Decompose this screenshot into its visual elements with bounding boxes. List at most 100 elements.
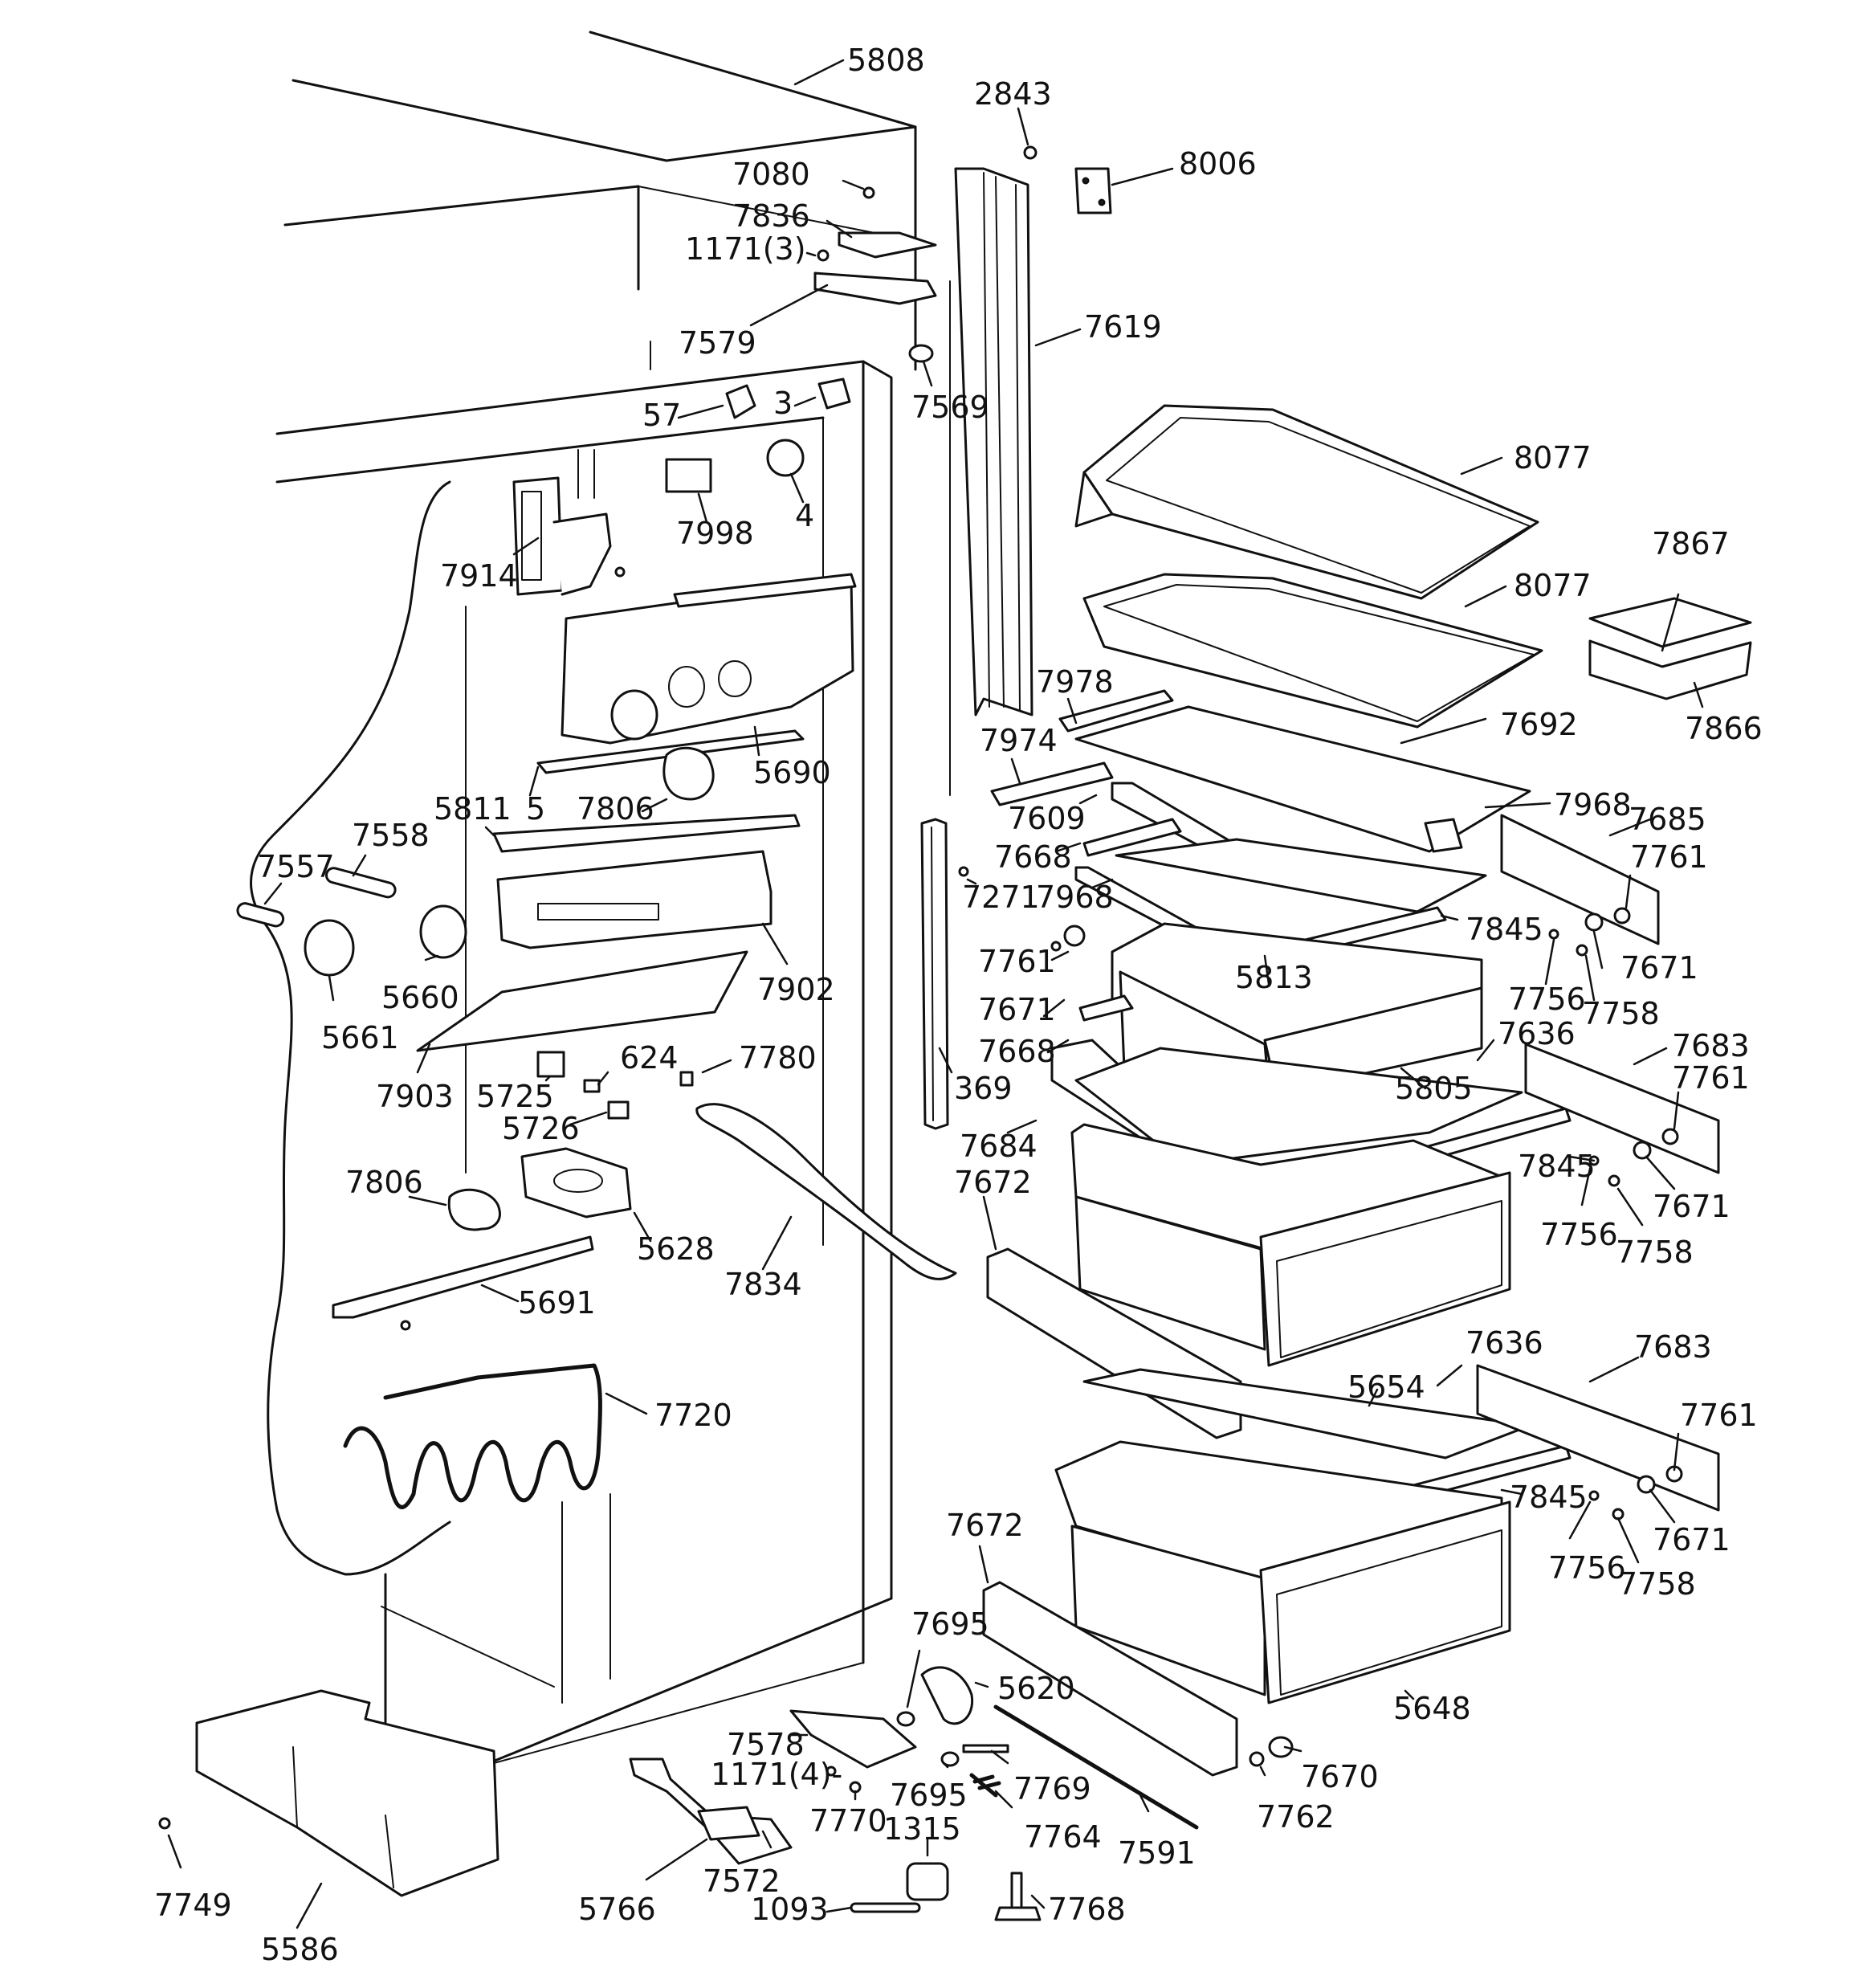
part-label-7761-c: 7761: [1672, 1060, 1750, 1096]
bar-7968-a: [1424, 818, 1463, 853]
knob-5660: [419, 904, 467, 959]
part-label-5628: 5628: [637, 1231, 715, 1267]
part-label-7671-a: 7671: [1620, 950, 1698, 986]
part-label-7695-a: 7695: [911, 1606, 989, 1642]
part-label-7672-a: 7672: [954, 1165, 1032, 1200]
trim-369: [920, 818, 949, 1130]
part-label-1171-4: 1171(4)-: [711, 1757, 842, 1792]
bracket-7683-b: [1476, 1364, 1720, 1512]
switch-4: [766, 439, 805, 477]
part-label-5811: 5811: [434, 791, 512, 827]
part-label-7668-a: 7668: [994, 839, 1072, 875]
washer-7671-a: [1584, 912, 1604, 932]
nut-7671-b: [1063, 925, 1086, 947]
deflector-7834: [695, 1103, 957, 1280]
socket-7806-top: [662, 746, 715, 801]
part-label-7914: 7914: [440, 558, 518, 594]
heater-7720: [343, 1363, 602, 1509]
bracket-8006: [1074, 167, 1112, 214]
washer-7695-b: [940, 1751, 960, 1767]
part-label-7834: 7834: [724, 1267, 802, 1302]
screw-7762: [1249, 1751, 1265, 1767]
part-label-7609: 7609: [1008, 801, 1086, 836]
part-label-7903: 7903: [376, 1079, 454, 1114]
cutaway-outline: [250, 480, 451, 1576]
part-label-7998: 7998: [676, 516, 754, 551]
bin-7866: [1588, 639, 1752, 700]
part-label-5690: 5690: [753, 755, 831, 790]
part-label-7720: 7720: [654, 1398, 732, 1433]
part-label-7578: 7578: [727, 1727, 805, 1762]
trim-strips: [920, 167, 1033, 1130]
part-label-7671-d: 7671: [1653, 1522, 1731, 1557]
base-parts: [158, 1666, 1294, 1921]
part-label-8077-b: 8077: [1514, 568, 1592, 603]
part-label-7683-b: 7683: [1634, 1329, 1712, 1365]
part-label-7761-a: 7761: [1630, 839, 1708, 875]
cabinet-bottom-front: [448, 1597, 893, 1781]
bushing-7695-a: [896, 1711, 915, 1727]
part-label-1093: 1093: [751, 1892, 829, 1927]
nut-7761-a: [1613, 907, 1631, 925]
part-label-7974: 7974: [980, 723, 1058, 758]
part-label-7761-b: 7761: [978, 944, 1056, 979]
leader-lines: [167, 59, 1704, 1929]
pin-7769: [962, 1744, 1009, 1753]
part-label-369: 369: [954, 1071, 1013, 1106]
part-label-7866: 7866: [1685, 711, 1763, 746]
part-label-7692: 7692: [1500, 707, 1578, 742]
cabinet-inner-top: [275, 416, 825, 484]
screw-7080: [862, 186, 875, 199]
part-label-7780: 7780: [739, 1040, 817, 1076]
control-components: [236, 476, 957, 1509]
part-label-7867: 7867: [1652, 526, 1730, 561]
part-label-7695-b: 7695: [890, 1778, 968, 1813]
part-label-7557: 7557: [257, 849, 335, 884]
part-5725: [536, 1051, 565, 1078]
part-label-5586: 5586: [261, 1932, 339, 1967]
nut-7761-c: [1661, 1128, 1679, 1145]
slide-7672-b: [982, 1581, 1238, 1777]
part-624: [583, 1079, 601, 1093]
part-label-7636-a: 7636: [1498, 1016, 1576, 1051]
light-bulb: [610, 689, 658, 741]
part-label-5805: 5805: [1395, 1071, 1473, 1106]
part-label-7671-b: 7671: [978, 992, 1056, 1027]
knob-5661: [304, 919, 355, 977]
washer-7671-c: [1633, 1141, 1652, 1160]
shelves: [958, 404, 1752, 1777]
rail-5691: [332, 1235, 594, 1319]
screw-7758-b: [1608, 1174, 1620, 1187]
screw-7749: [158, 1817, 171, 1830]
part-label-57: 57: [642, 398, 681, 433]
part-label-7756-a: 7756: [1508, 982, 1586, 1017]
part-label-7080: 7080: [732, 157, 810, 192]
part-label-1315: 1315: [883, 1811, 961, 1847]
part-label-7683-a: 7683: [1672, 1028, 1750, 1063]
part-label-7758-b: 7758: [1616, 1235, 1694, 1270]
part-label-7845-c: 7845: [1510, 1480, 1588, 1515]
drawer-5648-front: [1259, 1500, 1511, 1704]
part-label-7968-a: 7968: [1554, 787, 1632, 823]
strip-7978: [1058, 689, 1174, 733]
part-label-7756-c: 7756: [1548, 1550, 1626, 1586]
hinge-7579: [813, 271, 937, 305]
part-label-7768: 7768: [1048, 1892, 1126, 1927]
part-label-7761-d: 7761: [1680, 1398, 1758, 1433]
switch-57: [725, 384, 756, 419]
part-label-8006: 8006: [1179, 146, 1257, 182]
part-label-5766: 5766: [578, 1892, 656, 1927]
part-label-7845-a: 7845: [1466, 912, 1543, 947]
part-label-7806-b: 7806: [345, 1165, 423, 1200]
bar-7668-b: [1078, 994, 1134, 1022]
part-label-7668-b: 7668: [978, 1034, 1056, 1069]
screw-7271: [958, 866, 969, 877]
switch-3: [817, 378, 851, 410]
screw-7761-b: [1050, 941, 1062, 952]
bar-7668-a: [1082, 818, 1182, 857]
part-labels: 5808 2843 8006 7080 7836 1171(3) 7579 76…: [154, 43, 1763, 1967]
part-label-5813: 5813: [1235, 960, 1313, 995]
part-label-2843: 2843: [974, 76, 1052, 112]
cabinet-front-frame-top: [275, 360, 893, 1600]
